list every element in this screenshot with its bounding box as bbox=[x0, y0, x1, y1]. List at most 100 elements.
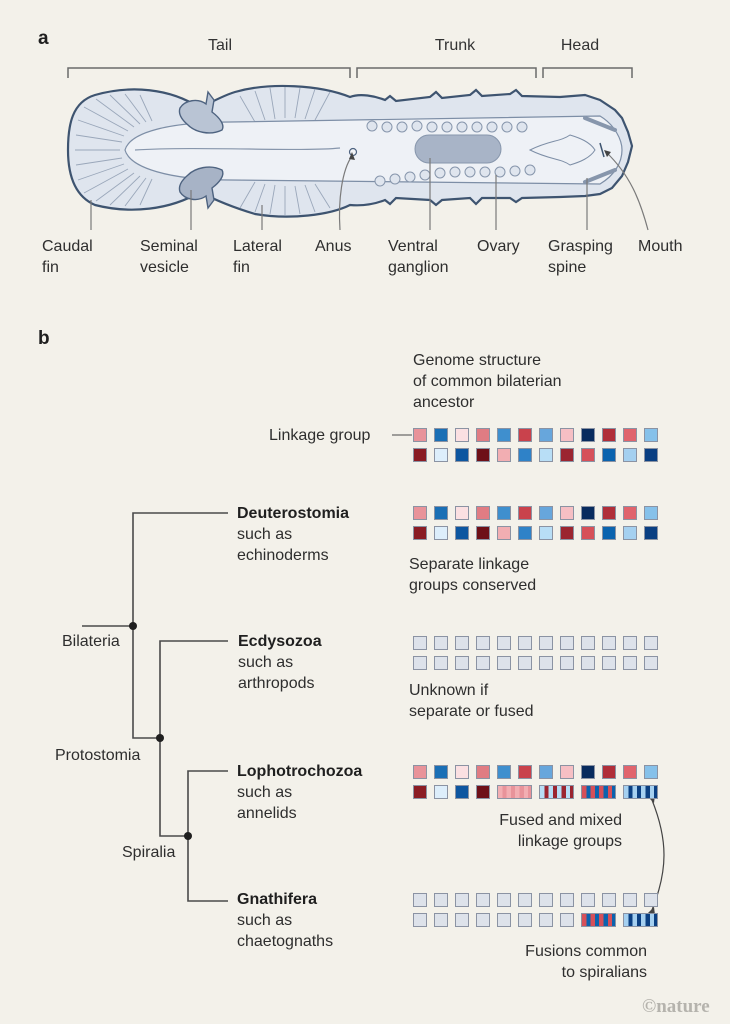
fused-linkage-block bbox=[623, 785, 658, 799]
linkage-group-square bbox=[413, 506, 427, 520]
linkage-group-square bbox=[560, 526, 574, 540]
unknown-linkage-square bbox=[413, 656, 427, 670]
branch-deuterostomia bbox=[132, 512, 228, 626]
linkage-group-square bbox=[560, 448, 574, 462]
ancestor-title: Genome structure of common bilaterian an… bbox=[413, 352, 562, 411]
unknown-linkage-square bbox=[623, 656, 637, 670]
branch-lophotrochozoa bbox=[187, 770, 228, 836]
unknown-linkage-square bbox=[455, 913, 469, 927]
head-bracket bbox=[542, 67, 633, 78]
node-spiralia bbox=[184, 832, 192, 840]
unknown-linkage-square bbox=[644, 893, 658, 907]
unknown-linkage-square bbox=[581, 893, 595, 907]
note-gnathifera: Fusions common to spiralians bbox=[525, 943, 647, 981]
linkage-group-square bbox=[539, 448, 553, 462]
linkage-group-square bbox=[539, 506, 553, 520]
linkage-group-square bbox=[434, 765, 448, 779]
linkage-group-square bbox=[539, 428, 553, 442]
linkage-group-square bbox=[623, 526, 637, 540]
linkage-group-square bbox=[497, 428, 511, 442]
node-label-bilateria: Bilateria bbox=[62, 633, 120, 650]
unknown-linkage-square bbox=[518, 913, 532, 927]
linkage-group-square bbox=[623, 448, 637, 462]
node-protostomia bbox=[156, 734, 164, 742]
linkage-group-square bbox=[623, 765, 637, 779]
linkage-group-square bbox=[497, 506, 511, 520]
panel-a-label: a bbox=[38, 28, 49, 49]
fused-linkage-block bbox=[581, 785, 616, 799]
unknown-linkage-square bbox=[476, 893, 490, 907]
label-caudal-fin: Caudal fin bbox=[42, 238, 93, 276]
linkage-group-square bbox=[476, 428, 490, 442]
unknown-linkage-square bbox=[497, 656, 511, 670]
ancestor-row-top bbox=[413, 428, 658, 442]
ecdyso-row-top bbox=[413, 636, 658, 650]
linkage-group-square bbox=[455, 526, 469, 540]
linkage-group-square bbox=[602, 428, 616, 442]
node-bilateria bbox=[129, 622, 137, 630]
linkage-group-square bbox=[413, 448, 427, 462]
region-trunk-label: Trunk bbox=[434, 37, 476, 54]
unknown-linkage-square bbox=[476, 913, 490, 927]
label-grasping-spine: Grasping spine bbox=[548, 238, 613, 276]
unknown-linkage-square bbox=[434, 656, 448, 670]
linkage-group-square bbox=[455, 428, 469, 442]
node-label-protostomia: Protostomia bbox=[55, 747, 141, 764]
linkage-group-square bbox=[413, 428, 427, 442]
linkage-group-square bbox=[560, 428, 574, 442]
node-label-spiralia: Spiralia bbox=[122, 844, 176, 861]
label-seminal-vesicle: Seminal vesicle bbox=[140, 238, 198, 276]
trunk-bracket bbox=[356, 67, 537, 78]
chaetognath-illustration bbox=[66, 67, 649, 231]
linkage-group-square bbox=[560, 506, 574, 520]
note-deuterostomia: Separate linkage groups conserved bbox=[409, 556, 537, 594]
unknown-linkage-square bbox=[602, 636, 616, 650]
linkage-group-square bbox=[602, 506, 616, 520]
linkage-group-square bbox=[455, 785, 469, 799]
clade-gnathifera: Gnathifera such as chaetognaths bbox=[237, 891, 334, 950]
linkage-group-square bbox=[581, 448, 595, 462]
unknown-linkage-square bbox=[560, 893, 574, 907]
unknown-linkage-square bbox=[434, 913, 448, 927]
unknown-linkage-square bbox=[434, 893, 448, 907]
unknown-linkage-square bbox=[539, 636, 553, 650]
unknown-linkage-square bbox=[560, 656, 574, 670]
unknown-linkage-square bbox=[497, 893, 511, 907]
linkage-group-square bbox=[455, 448, 469, 462]
unknown-linkage-square bbox=[455, 893, 469, 907]
unknown-linkage-square bbox=[413, 913, 427, 927]
label-ovary: Ovary bbox=[477, 238, 520, 255]
label-anus: Anus bbox=[315, 238, 352, 255]
label-pointers bbox=[90, 151, 649, 231]
linkage-group-square bbox=[623, 428, 637, 442]
linkage-group-square bbox=[413, 526, 427, 540]
linkage-group-square bbox=[644, 506, 658, 520]
unknown-linkage-square bbox=[413, 893, 427, 907]
unknown-linkage-square bbox=[623, 893, 637, 907]
unknown-linkage-square bbox=[581, 656, 595, 670]
seminal-vesicle-top bbox=[178, 90, 224, 134]
unknown-linkage-square bbox=[560, 636, 574, 650]
linkage-group-square bbox=[602, 765, 616, 779]
clade-ecdysozoa: Ecdysozoa such as arthropods bbox=[238, 633, 322, 692]
unknown-linkage-square bbox=[497, 913, 511, 927]
gnathi-row-bottom bbox=[413, 913, 658, 927]
unknown-linkage-square bbox=[602, 656, 616, 670]
anus-arrowhead bbox=[349, 152, 355, 160]
fin-rays bbox=[75, 87, 331, 215]
fused-linkage-block bbox=[497, 785, 532, 799]
gut-line bbox=[134, 147, 341, 151]
unknown-linkage-square bbox=[623, 636, 637, 650]
linkage-group-square bbox=[518, 428, 532, 442]
unknown-linkage-square bbox=[539, 913, 553, 927]
pharynx bbox=[528, 134, 596, 166]
mouth-arrowhead bbox=[604, 150, 611, 157]
clade-lophotrochozoa: Lophotrochozoa such as annelids bbox=[237, 763, 363, 822]
gnathi-row-top bbox=[413, 893, 658, 907]
worm-body bbox=[66, 84, 634, 218]
note-lophotrochozoa: Fused and mixed linkage groups bbox=[499, 812, 622, 850]
clade-deuterostomia: Deuterostomia such as echinoderms bbox=[237, 505, 350, 564]
unknown-linkage-square bbox=[602, 893, 616, 907]
region-head-label: Head bbox=[560, 37, 600, 54]
linkage-group-square bbox=[623, 506, 637, 520]
